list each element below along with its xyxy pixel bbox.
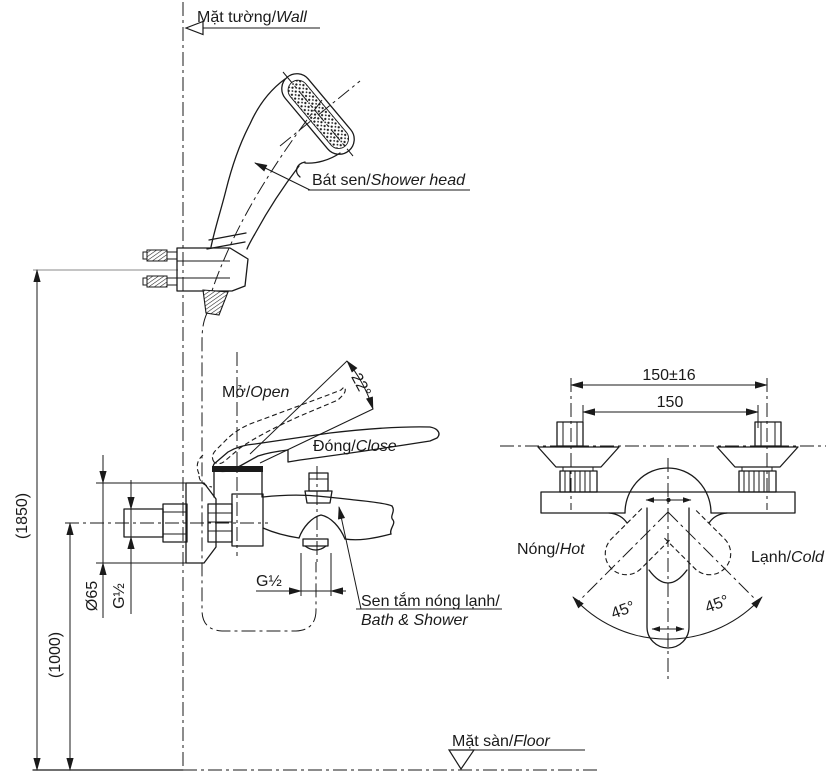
mixer-side-view: 22° Mở/Open Đóng/Close Ø65 G½ G½ [65,352,502,629]
eccentric-leg-left [537,421,620,493]
wall-callout: Mặt tường/Wall [184,9,320,36]
outlet-collar [302,538,329,547]
open-label: Mở/Open [222,384,290,401]
mounting-screw-bottom [142,275,177,288]
inlet-hex [162,503,188,543]
handle-front [646,507,690,649]
wall-arrow [184,20,204,36]
outlet-thread-label: G½ [256,573,282,590]
shower-head: Bát sen/Shower head [206,71,470,309]
pitch-dimension: 150 [582,394,759,428]
shower-head-leader [254,162,311,191]
bath-shower-callout: Sen tắm nóng lạnh/ Bath & Shower [338,506,502,629]
inlet-thread-dimension: G½ [111,480,135,614]
wall-bracket [142,247,249,316]
escutcheon-diameter-dimension: Ø65 [84,455,187,618]
dimension-1850: (1850) [14,269,178,771]
mounting-screw-top [142,249,177,262]
mixer-front-view: 150±16 150 [500,367,826,682]
lever-closed [212,426,440,473]
close-label: Đóng/Close [313,438,397,455]
hot-label: Nóng/Hot [517,541,585,558]
bath-shower-label-vi: Sen tắm nóng lạnh/ [361,591,500,610]
cartridge-ring [212,466,263,472]
height-1000-label: (1000) [47,632,64,678]
height-1850-label: (1850) [14,493,31,539]
valve-body [231,493,264,547]
inlet-thread-label: G½ [111,583,128,609]
pitch-label: 150 [657,394,684,411]
escutcheon-dia-label: Ø65 [84,581,101,611]
shower-head-label: Bát sen/Shower head [312,172,466,189]
cold-label: Lạnh/Cold [751,549,825,566]
dimension-1000: (1000) [47,522,74,771]
bath-shower-label-en: Bath & Shower [361,612,468,629]
wall-label: Mặt tường/Wall [197,9,307,26]
floor-callout: Mặt sàn/Floor [447,733,585,771]
diverter-knob [304,472,333,504]
floor-datum-icon [447,749,476,771]
mixer-body-front [540,491,796,514]
spout [262,494,395,551]
hose-nut [202,289,229,316]
pitch-tolerance-dimension: 150±16 [570,367,768,389]
lever-open [211,386,346,465]
outlet-thread-dimension: G½ [256,553,346,596]
cartridge-dome [624,467,712,514]
pitch-tolerance-label: 150±16 [642,367,695,384]
floor-label: Mặt sàn/Floor [452,733,550,750]
